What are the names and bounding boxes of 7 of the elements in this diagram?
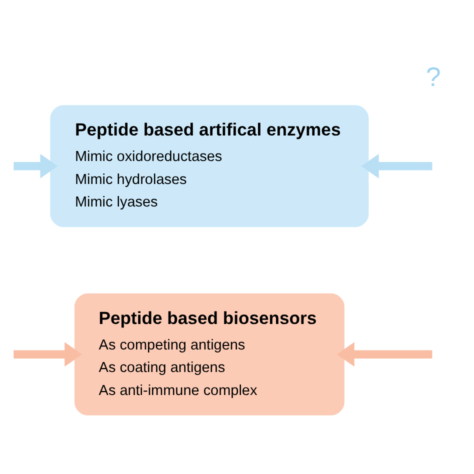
arrow <box>361 153 432 178</box>
arrow <box>14 153 58 178</box>
label: ? <box>426 61 441 92</box>
arrow <box>14 342 82 366</box>
node-box: Peptide based artifical enzymes Mimic oxidoreductases Mimic hydrolases Mimic lyases <box>50 104 369 227</box>
arrow <box>336 342 432 366</box>
node-box: Peptide based biosensors As competing antigens As coating antigens As anti-immune complex <box>74 292 344 415</box>
